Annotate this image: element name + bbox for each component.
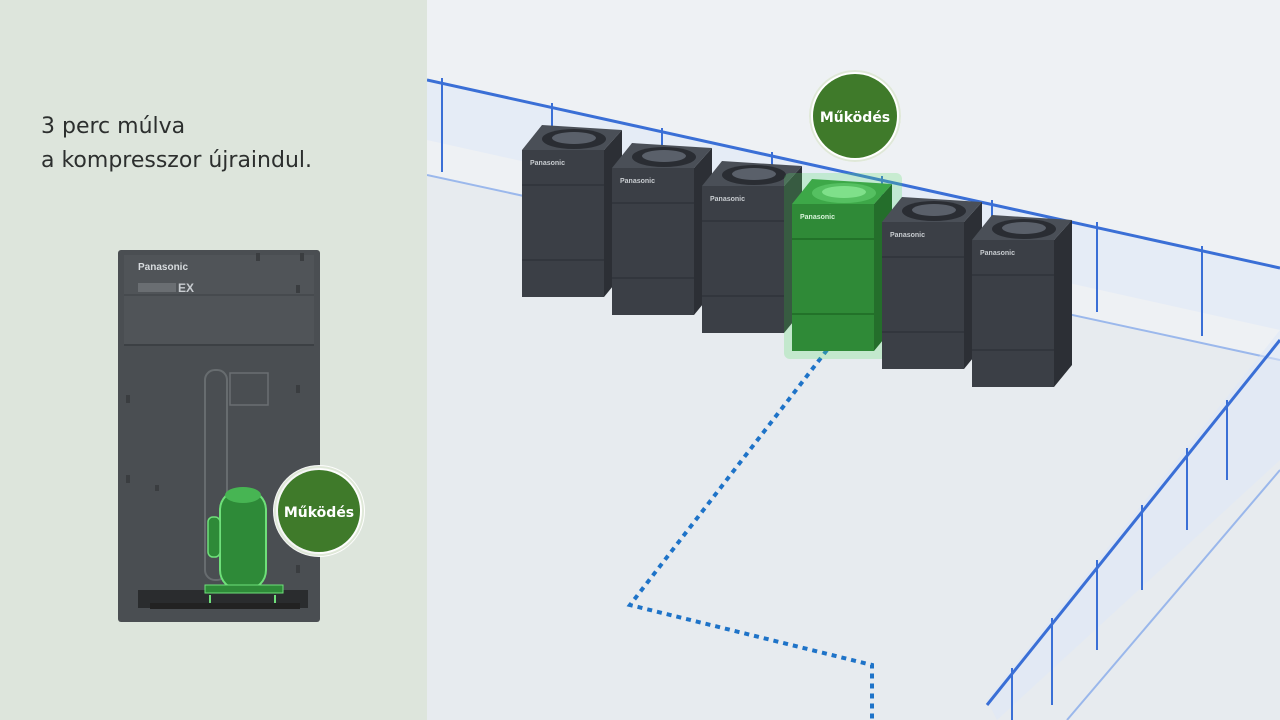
rooftop-unit: Panasonic xyxy=(972,215,1072,387)
rooftop-units: PanasonicPanasonicPanasonicPanasonicPana… xyxy=(522,125,1072,387)
unit-brand-logo: Panasonic xyxy=(138,262,188,273)
rooftop-unit: Panasonic xyxy=(522,125,622,297)
right-railing xyxy=(985,330,1280,720)
rooftop-status-badge: Működés xyxy=(809,70,901,162)
rooftop-unit: Panasonic xyxy=(702,161,802,333)
rooftop-scene: PanasonicPanasonicPanasonicPanasonicPana… xyxy=(427,0,1280,720)
rooftop-unit-brand: Panasonic xyxy=(800,214,835,221)
rooftop-status-label: Működés xyxy=(820,110,890,126)
caption-text: 3 perc múlva a kompresszor újraindul. xyxy=(41,110,312,178)
compressor-status-badge: Működés xyxy=(273,465,365,557)
unit-top-panel xyxy=(124,255,314,345)
caption-line-1: 3 perc múlva xyxy=(41,114,186,139)
outdoor-unit-illustration: Panasonic EX Működés xyxy=(118,250,365,622)
compressor-status-label: Működés xyxy=(284,505,354,521)
rooftop-unit-brand: Panasonic xyxy=(890,232,925,239)
left-panel: 3 perc múlva a kompresszor újraindul. Pa… xyxy=(0,0,427,720)
compressor-icon xyxy=(204,487,284,603)
rooftop-unit-brand: Panasonic xyxy=(620,178,655,185)
unit-model-mark: EX xyxy=(178,281,194,295)
rooftop-unit-brand: Panasonic xyxy=(980,250,1015,257)
rooftop-unit: Panasonic xyxy=(882,197,982,369)
unit-model-badge xyxy=(138,283,176,292)
rooftop-unit: Panasonic xyxy=(612,143,712,315)
caption-line-2: a kompresszor újraindul. xyxy=(41,148,313,173)
rooftop-unit-brand: Panasonic xyxy=(710,196,745,203)
rooftop-unit-brand: Panasonic xyxy=(530,160,565,167)
piping-route xyxy=(626,348,874,720)
